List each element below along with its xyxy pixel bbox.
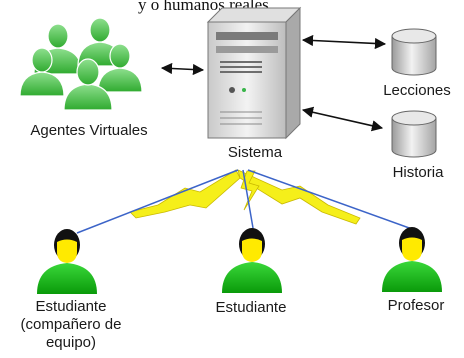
teacher-icon bbox=[382, 227, 442, 292]
link-line-teacher bbox=[247, 169, 413, 230]
link-line-teammate bbox=[76, 169, 239, 234]
arrow-system-lessons bbox=[301, 34, 387, 50]
history-database-icon bbox=[391, 110, 437, 158]
lessons-database-icon bbox=[391, 28, 437, 76]
student-teammate-icon bbox=[37, 229, 97, 294]
server-icon bbox=[206, 6, 302, 140]
teacher-label: Profesor bbox=[387, 297, 445, 314]
arrow-agents-system bbox=[160, 62, 205, 76]
lightning-bolt-right bbox=[237, 169, 361, 225]
lightning-links bbox=[76, 169, 413, 234]
lightning-bolt-left bbox=[129, 169, 241, 219]
student-teammate-label: Estudiante (compañero de equipo) bbox=[20, 298, 122, 351]
arrow-system-history bbox=[301, 106, 384, 132]
lessons-label: Lecciones bbox=[383, 82, 451, 99]
link-line-student bbox=[242, 169, 254, 229]
virtual-agents-label: Agentes Virtuales bbox=[30, 122, 148, 139]
virtual-agents-icon bbox=[19, 17, 143, 111]
student-label: Estudiante bbox=[215, 299, 287, 316]
system-label: Sistema bbox=[227, 144, 283, 161]
student-icon bbox=[222, 228, 282, 293]
history-label: Historia bbox=[392, 164, 444, 181]
